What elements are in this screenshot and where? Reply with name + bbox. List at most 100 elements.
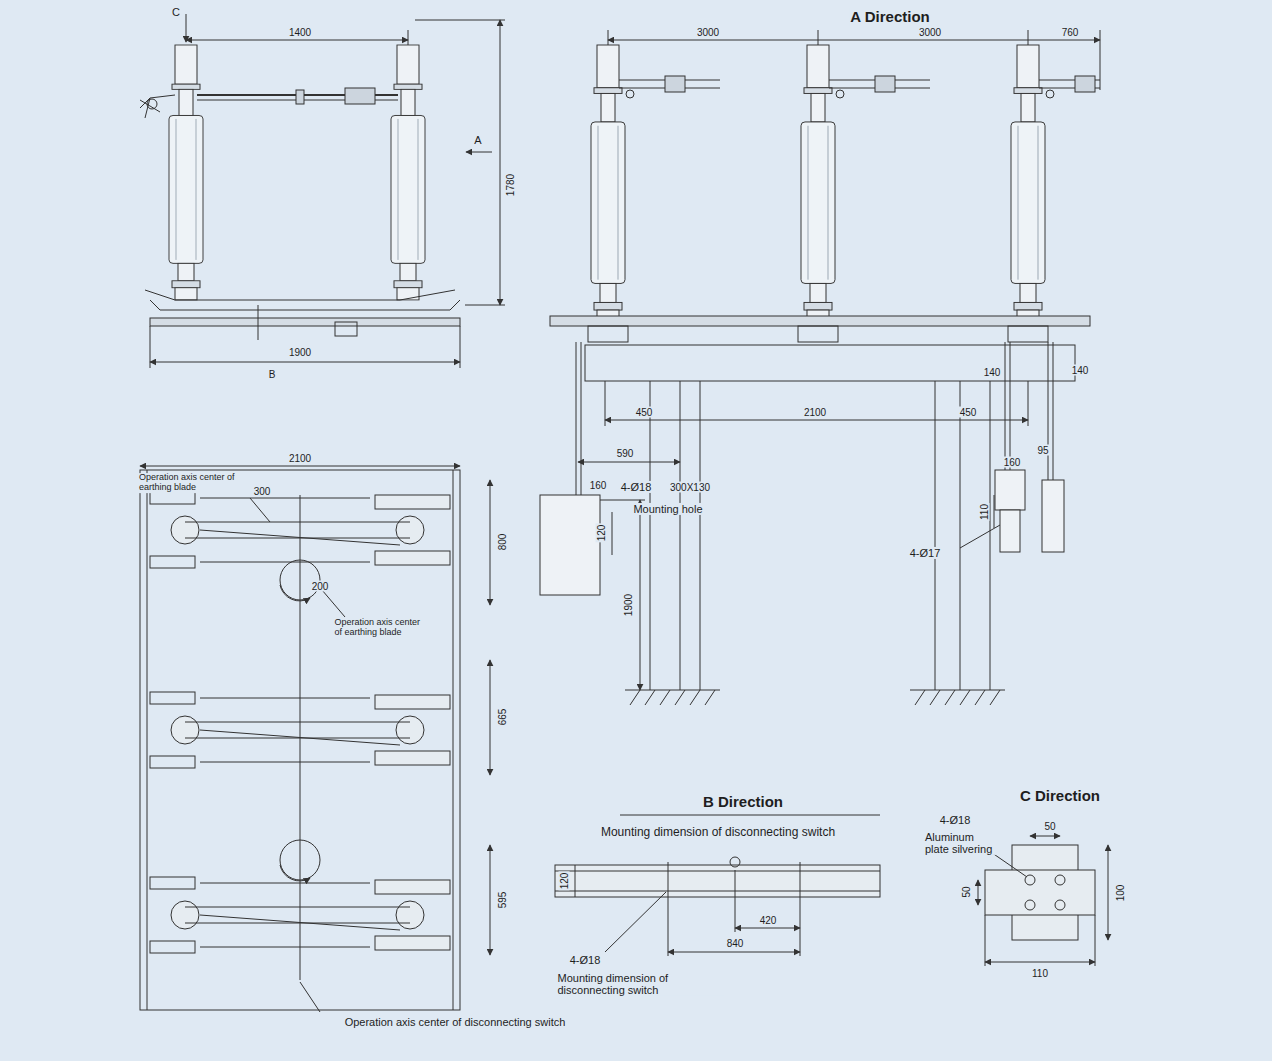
callout-text: Operation axis center of earthing blade xyxy=(138,473,252,493)
dimension-label: 840 xyxy=(726,938,745,949)
plan-view-part-part xyxy=(200,562,370,563)
view-marker: A xyxy=(473,134,482,146)
dimension-label: 300X130 xyxy=(669,482,711,493)
side-view-part xyxy=(150,318,460,326)
plan-view-part xyxy=(490,660,491,775)
plan-view-part-part xyxy=(200,498,370,499)
plan-view-part-part xyxy=(150,556,195,568)
side-view-part xyxy=(145,290,460,310)
dimension-label: 2100 xyxy=(288,453,312,464)
plan-view-part xyxy=(322,590,345,617)
a-direction-view-part xyxy=(1000,510,1020,552)
dimension-label: 665 xyxy=(497,708,508,727)
side-view-part xyxy=(465,305,505,306)
plan-view-part xyxy=(280,865,310,881)
callout-text: Mounting dimension of disconnecting swit… xyxy=(557,972,724,996)
c-direction-view-part xyxy=(985,962,1095,963)
dimension-label: 110 xyxy=(979,503,990,521)
dimension-label: 4-Ø18 xyxy=(939,814,972,826)
a-direction-view-part xyxy=(1046,90,1054,98)
b-direction-view-part xyxy=(605,892,666,952)
a-direction-view-part xyxy=(588,326,628,342)
side-view-part xyxy=(186,40,408,41)
side-view-part xyxy=(169,45,203,300)
c-direction-view-part xyxy=(985,870,1095,915)
a-direction-view-part xyxy=(1008,326,1048,342)
dimension-label: 140 xyxy=(1071,365,1090,376)
dimension-label: 50 xyxy=(1043,821,1056,832)
dimension-label: 3000 xyxy=(918,27,942,38)
a-direction-view-part xyxy=(1100,30,1101,90)
plan-view-part xyxy=(280,840,320,880)
b-direction-view-part xyxy=(668,862,669,900)
a-direction-view-part xyxy=(578,462,680,463)
a-direction-view-part xyxy=(910,690,1005,705)
side-view-part xyxy=(345,88,375,104)
plan-view-part xyxy=(300,982,320,1012)
a-direction-view xyxy=(540,30,1100,705)
plan-view-part-part xyxy=(171,516,199,544)
c-direction-view-part xyxy=(978,880,979,905)
a-direction-view-part xyxy=(591,45,625,323)
side-view-part xyxy=(335,322,357,336)
dimension-label: 4-Ø17 xyxy=(909,547,942,559)
dimension-label: 450 xyxy=(959,407,978,418)
a-direction-view-part xyxy=(960,525,1000,548)
dimension-label: 1900 xyxy=(288,347,312,358)
b-direction-view-part xyxy=(620,815,880,816)
c-direction-view-part xyxy=(1030,836,1060,837)
dimension-label: 300 xyxy=(253,486,272,497)
plan-view xyxy=(140,466,490,1012)
dimension-label: 760 xyxy=(1061,27,1080,38)
plan-view-part-part xyxy=(375,495,450,509)
b-direction-view-part xyxy=(735,870,736,932)
dimension-label: 1780 xyxy=(505,173,516,197)
view-title: B Direction xyxy=(702,794,784,811)
b-direction-view-part xyxy=(668,952,800,953)
a-direction-view-part xyxy=(935,381,936,426)
plan-view-part-part xyxy=(375,551,450,565)
a-direction-view-part xyxy=(576,342,577,495)
a-direction-view-part xyxy=(612,512,613,555)
callout-text: Mounting hole xyxy=(632,503,703,515)
dimension-label: 4-Ø18 xyxy=(620,481,653,493)
a-direction-view-part xyxy=(801,45,835,323)
side-view-part xyxy=(140,95,175,118)
b-direction-view-part xyxy=(735,928,800,929)
side-view-part xyxy=(500,20,501,305)
callout-text: Aluminum plate silvering xyxy=(924,831,996,855)
view-marker: B xyxy=(268,369,277,380)
a-direction-view-part xyxy=(836,90,844,98)
a-direction-view-part xyxy=(994,495,995,528)
plan-view-part xyxy=(280,585,310,601)
b-direction-view-part xyxy=(555,891,880,892)
b-direction-view-part xyxy=(555,865,880,897)
c-direction-view-part xyxy=(1055,875,1065,885)
dimension-label: 120 xyxy=(559,872,570,891)
side-view-part xyxy=(296,90,304,104)
a-direction-view-part xyxy=(1028,381,1029,426)
c-direction-view-part xyxy=(1108,845,1109,940)
a-direction-view-part xyxy=(1053,342,1054,480)
plan-view-part xyxy=(453,470,454,1010)
side-view-part xyxy=(415,20,505,21)
dimension-label: 110 xyxy=(1031,968,1049,979)
view-title: A Direction xyxy=(849,9,930,26)
view-title: C Direction xyxy=(1019,788,1101,805)
b-direction-view-part xyxy=(730,857,740,867)
plan-view-part-part xyxy=(150,492,195,504)
a-direction-view-part xyxy=(1042,480,1064,552)
plan-view-part-part xyxy=(396,516,424,544)
dimension-label: 50 xyxy=(961,885,972,898)
callout-text: Operation axis center of earthing blade xyxy=(334,618,431,638)
callout-text: Mounting dimension of disconnecting swit… xyxy=(600,826,836,839)
a-direction-view-part xyxy=(608,40,1100,41)
side-view-part xyxy=(466,152,492,153)
plan-view-part xyxy=(490,480,491,605)
dimension-label: 160 xyxy=(1003,457,1022,468)
c-direction-view-part xyxy=(1055,900,1065,910)
b-direction-view-part xyxy=(800,862,801,900)
side-view xyxy=(140,14,505,368)
a-direction-view-part xyxy=(1005,342,1006,470)
